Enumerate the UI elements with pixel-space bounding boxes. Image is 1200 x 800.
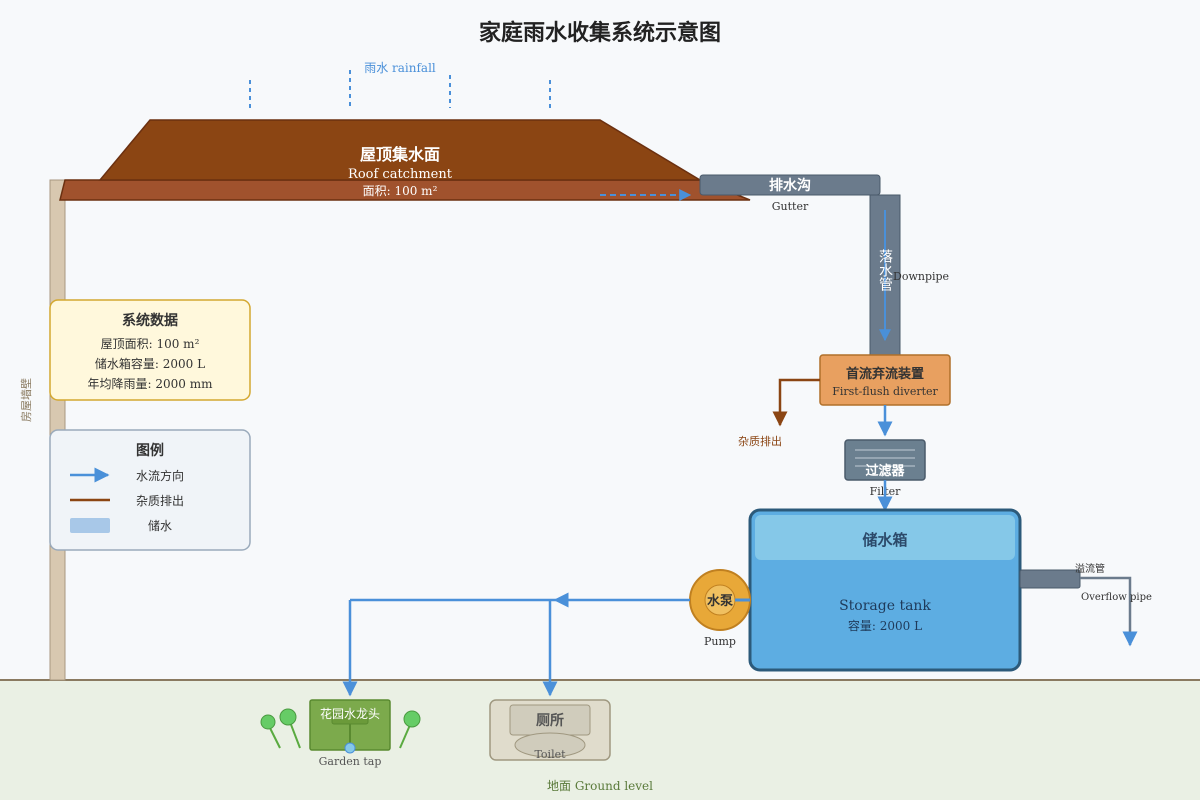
pump-subtitle: Pump	[704, 635, 736, 648]
page-title: 家庭雨水收集系统示意图	[479, 20, 721, 46]
legend-title: 图例	[136, 442, 164, 459]
downpipe-title: 落水管	[877, 249, 893, 291]
tap-outlet-icon	[344, 742, 356, 754]
plant-icon	[260, 708, 421, 749]
tank-water-top	[755, 515, 1015, 560]
legend-debris-label: 杂质排出	[136, 494, 184, 508]
overflow-pipe	[1019, 569, 1081, 589]
gutter-subtitle: Gutter	[772, 200, 809, 213]
system-data-box	[49, 299, 251, 401]
roof-title: 屋顶集水面	[360, 145, 440, 164]
downpipe-subtitle: Downpipe	[893, 270, 949, 283]
diverter-title: 首流弃流装置	[846, 366, 924, 382]
wall-label: 房屋墙壁	[19, 378, 33, 422]
gutter-title: 排水沟	[769, 177, 811, 194]
system-data-roof-area: 屋顶面积: 100 m²	[101, 337, 200, 351]
overflow-subtitle: Overflow pipe	[1081, 592, 1152, 603]
diverter-subtitle: First-flush diverter	[832, 385, 938, 398]
legend-water-flow-label: 水流方向	[136, 468, 184, 483]
tank-subtitle: Storage tank	[839, 598, 931, 614]
tank-capacity: 容量: 2000 L	[848, 618, 922, 633]
toilet-title: 厕所	[536, 712, 564, 729]
filter-title: 过滤器	[865, 463, 905, 479]
garden-tap-subtitle: Garden tap	[319, 755, 382, 768]
roof-subtitle: Roof catchment	[348, 167, 453, 182]
debris-outlet-label: 杂质排出	[738, 434, 782, 448]
tank-title: 储水箱	[862, 531, 907, 549]
garden-tap-title: 花园水龙头	[320, 706, 380, 721]
system-data-title: 系统数据	[122, 312, 178, 329]
overflow-flow-arrow	[1080, 576, 1138, 647]
ground-label: 地面 Ground level	[547, 779, 653, 793]
pump-title: 水泵	[707, 593, 733, 609]
system-data-tank-capacity: 储水箱容量: 2000 L	[95, 356, 205, 371]
debris-outlet-pipe	[772, 378, 820, 427]
rainfall-label: 雨水 rainfall	[364, 61, 436, 75]
legend-storage-label: 储水	[148, 518, 172, 533]
rain-drops	[249, 70, 551, 110]
system-data-rainfall: 年均降雨量: 2000 mm	[88, 377, 214, 391]
gutter	[699, 174, 881, 196]
filter-mesh	[855, 449, 915, 467]
legend-storage-swatch	[70, 518, 110, 533]
toilet-subtitle: Toilet	[534, 748, 566, 761]
roof-area: 面积: 100 m²	[363, 184, 438, 198]
overflow-title: 溢流管	[1075, 562, 1105, 575]
toilet-bowl-icon	[514, 732, 586, 758]
